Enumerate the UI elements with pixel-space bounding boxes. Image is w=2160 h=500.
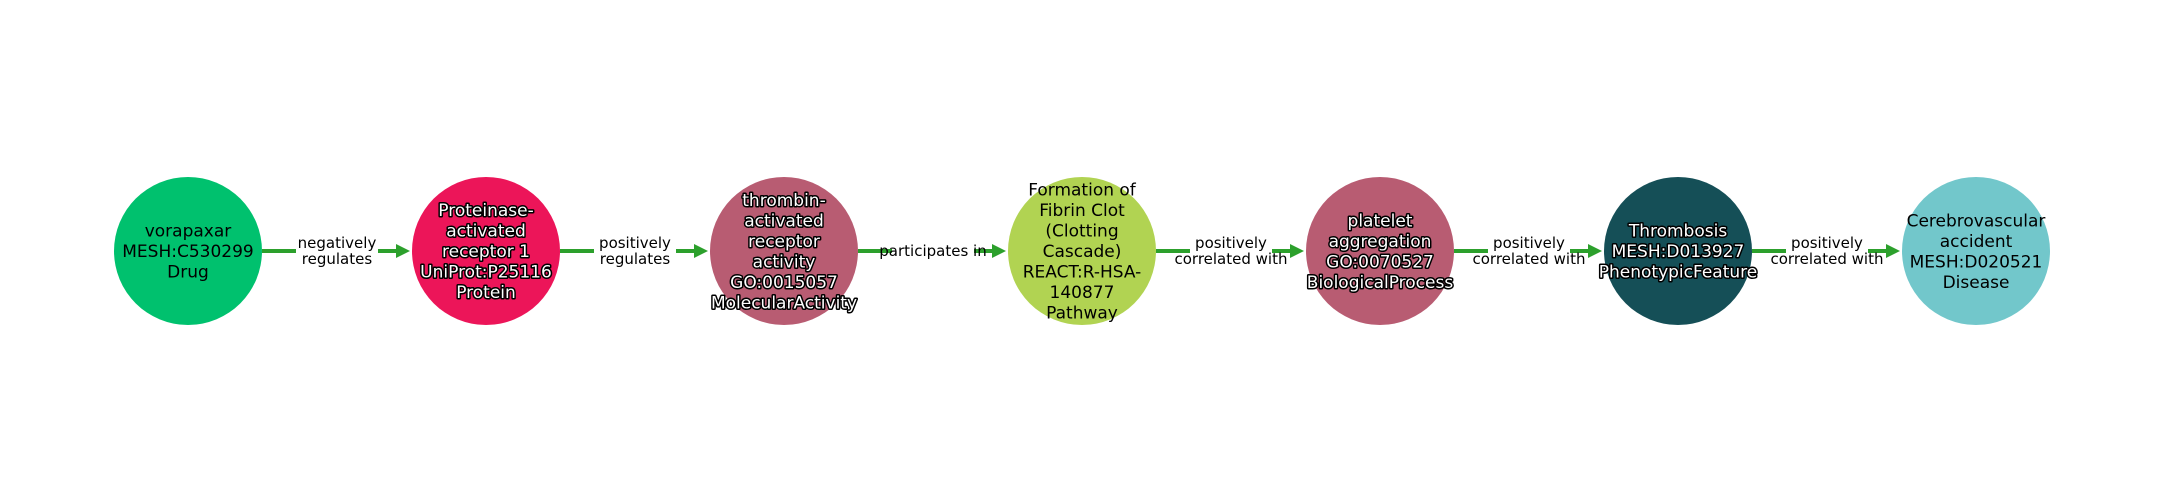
arrow-head-icon	[694, 244, 708, 258]
node-label-line: MESH:C530299	[122, 242, 253, 262]
edge-label-line: regulates	[302, 250, 373, 268]
node-label-line: UniProt:P25116	[420, 263, 552, 283]
node-label-line: BiologicalProcess	[1307, 273, 1454, 293]
arrow-head-icon	[1290, 244, 1304, 258]
edge-label-line: positively	[599, 234, 671, 252]
node-label-line: thrombin-	[742, 191, 825, 211]
edge-label-line: negatively	[298, 234, 377, 252]
node-label-line: receptor 1	[442, 242, 530, 262]
arrow-head-icon	[396, 244, 410, 258]
node-label-line: receptor	[748, 232, 820, 252]
node-label-line: PhenotypicFeature	[1599, 263, 1758, 283]
node-label-line: (Clotting	[1045, 222, 1118, 242]
edge-label-line: positively	[1195, 234, 1267, 252]
node-label-line: Thrombosis	[1628, 222, 1728, 242]
edge-label-line: participates in	[879, 242, 986, 260]
node-label-line: REACT:R-HSA-	[1023, 263, 1142, 283]
node-circle	[114, 177, 262, 325]
node-label-line: MESH:D020521	[1910, 252, 2043, 272]
node-label-line: 140877	[1050, 283, 1115, 303]
node-label-line: Disease	[1943, 273, 2010, 293]
node-label-line: Pathway	[1046, 304, 1118, 324]
edge-label-line: correlated with	[1175, 250, 1288, 268]
edge-label-line: positively	[1493, 234, 1565, 252]
node-label-line: GO:0015057	[730, 273, 838, 293]
node-label-line: Protein	[456, 283, 516, 303]
edge-label-line: correlated with	[1473, 250, 1586, 268]
node-label-line: GO:0070527	[1326, 252, 1434, 272]
node-label-line: accident	[1940, 232, 2013, 252]
node-circle	[1902, 177, 2050, 325]
node-circle	[1604, 177, 1752, 325]
node-label-line: Proteinase-	[438, 201, 533, 221]
node-label-line: Fibrin Clot	[1039, 201, 1125, 221]
node-label-line: Drug	[167, 263, 209, 283]
node-label-line: aggregation	[1329, 232, 1432, 252]
node-label-line: MESH:D013927	[1612, 242, 1745, 262]
edge-label: participates in	[879, 242, 986, 260]
node-circle	[412, 177, 560, 325]
node-circle	[1008, 177, 1156, 325]
node-label-line: Formation of	[1028, 181, 1137, 201]
arrow-head-icon	[1588, 244, 1602, 258]
edge-label-line: positively	[1791, 234, 1863, 252]
edge-label-line: correlated with	[1771, 250, 1884, 268]
node-label-line: Cerebrovascular	[1907, 211, 2046, 231]
arrow-head-icon	[1886, 244, 1900, 258]
node-label-line: activated	[446, 222, 526, 242]
node-circle	[1306, 177, 1454, 325]
node-circle	[710, 177, 858, 325]
node-label-line: activity	[753, 252, 816, 272]
arrow-head-icon	[992, 244, 1006, 258]
node-label-line: platelet	[1348, 211, 1413, 231]
node-label-line: vorapaxar	[145, 222, 232, 242]
node-label-line: MolecularActivity	[711, 293, 857, 313]
node-label-line: activated	[744, 211, 824, 231]
edge-3: participates in	[858, 242, 1006, 260]
node-label-line: Cascade)	[1043, 242, 1122, 262]
edge-label-line: regulates	[600, 250, 671, 268]
